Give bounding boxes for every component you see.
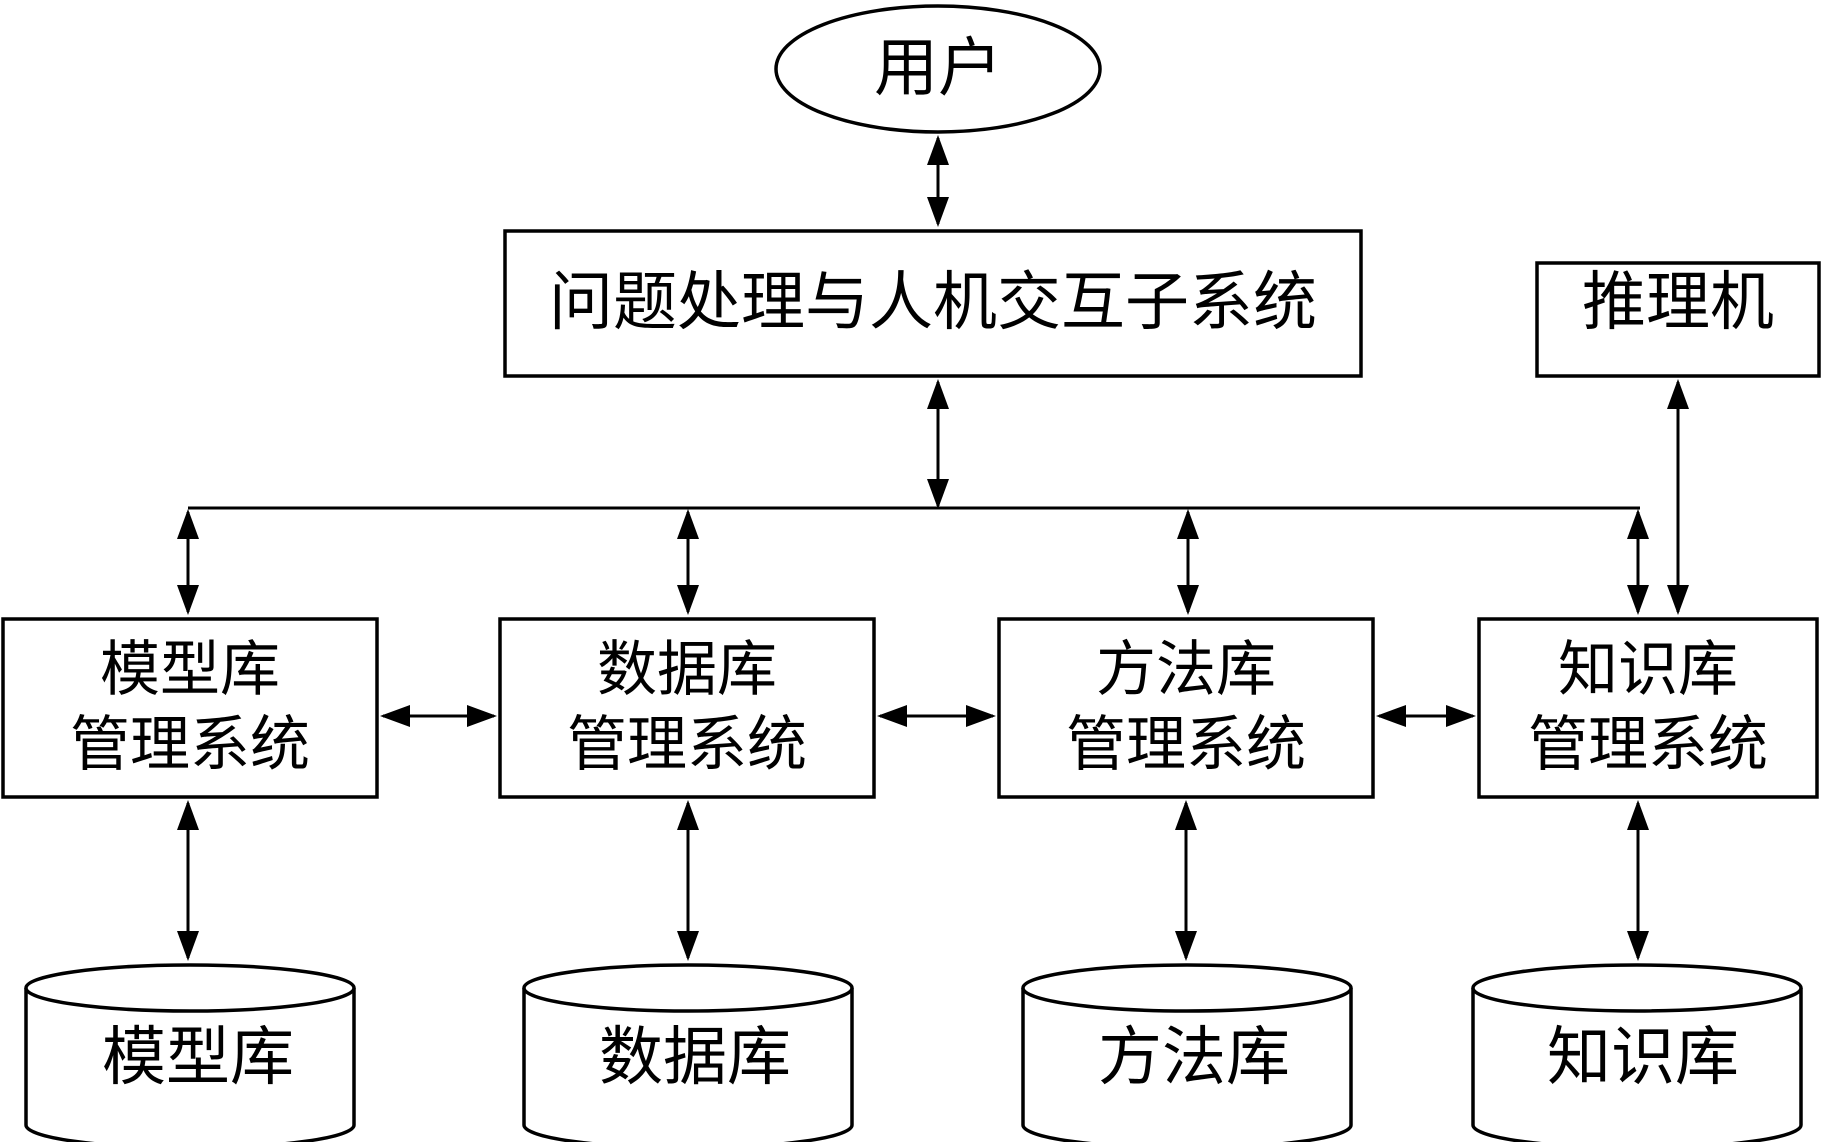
interaction-subsystem-label: 问题处理与人机交互子系统 xyxy=(549,266,1317,340)
knowledge-store-cylinder: 知识库 xyxy=(1471,963,1803,1142)
inference-engine-node: 推理机 xyxy=(1535,261,1821,378)
method-store-cylinder: 方法库 xyxy=(1021,963,1353,1142)
model-store-cylinder: 模型库 xyxy=(24,963,356,1142)
knowledge-base-management-node: 知识库 管理系统 xyxy=(1477,617,1819,799)
database-management-node: 数据库 管理系统 xyxy=(498,617,876,799)
knowledge-base-management-line1: 知识库 xyxy=(1558,635,1738,705)
inference-engine-label: 推理机 xyxy=(1582,266,1774,340)
data-store-label: 数据库 xyxy=(599,1021,791,1095)
method-base-management-line1: 方法库 xyxy=(1096,635,1276,705)
knowledge-store-label: 知识库 xyxy=(1547,1021,1739,1095)
method-base-management-node: 方法库 管理系统 xyxy=(997,617,1375,799)
database-management-line2: 管理系统 xyxy=(567,710,807,780)
model-base-management-node: 模型库 管理系统 xyxy=(1,617,379,799)
method-base-management-line2: 管理系统 xyxy=(1066,710,1306,780)
method-store-label: 方法库 xyxy=(1098,1021,1290,1095)
knowledge-base-management-line2: 管理系统 xyxy=(1528,710,1768,780)
data-store-cylinder: 数据库 xyxy=(522,963,854,1142)
interaction-subsystem-node: 问题处理与人机交互子系统 xyxy=(503,229,1363,378)
model-store-label: 模型库 xyxy=(102,1021,294,1095)
user-label: 用户 xyxy=(874,32,1002,106)
database-management-line1: 数据库 xyxy=(597,635,777,705)
model-base-management-line1: 模型库 xyxy=(100,635,280,705)
user-node: 用户 xyxy=(774,4,1102,134)
model-base-management-line2: 管理系统 xyxy=(70,710,310,780)
